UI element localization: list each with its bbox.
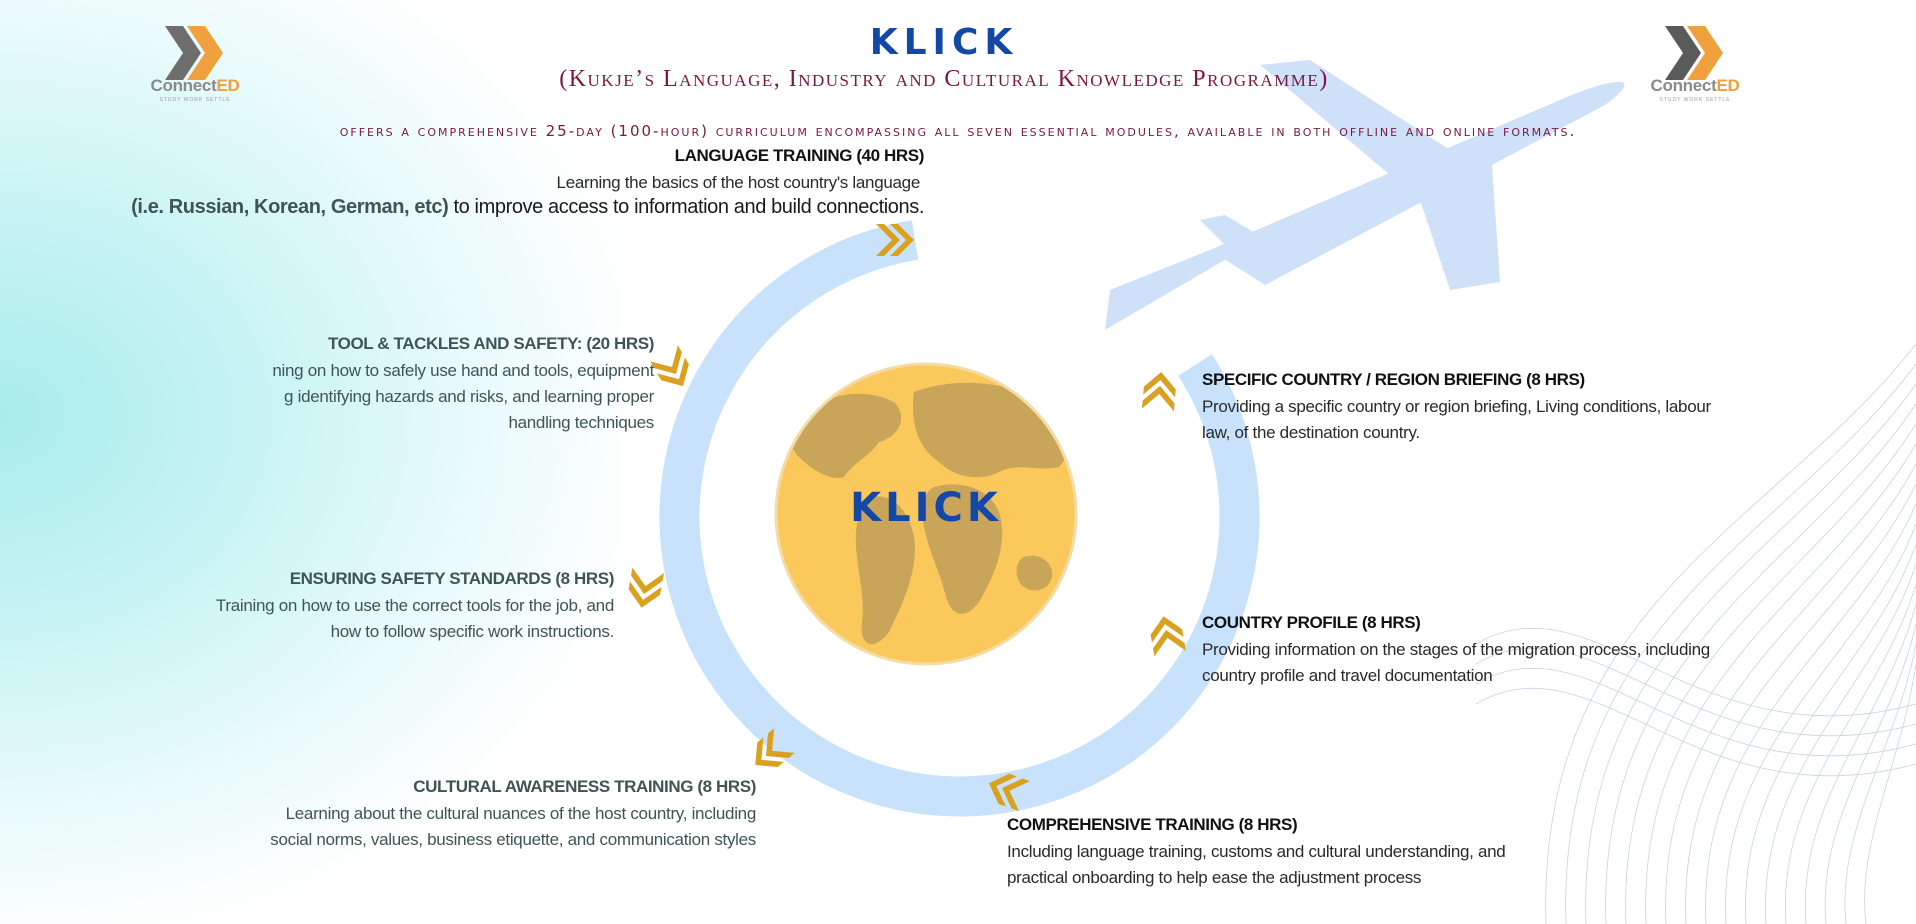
module-safety-standards: ENSURING SAFETY STANDARDS (8 HRS) Traini…	[180, 569, 614, 645]
module-description: social norms, values, business etiquette…	[270, 830, 756, 849]
globe-icon	[774, 362, 1078, 666]
chevron-icon	[988, 773, 1031, 812]
module-title: CULTURAL AWARENESS TRAINING (8 HRS)	[413, 777, 756, 796]
module-description: how to follow specific work instructions…	[330, 622, 615, 641]
page-subtitle: (Kukje’s Language, Industry and Cultural…	[559, 66, 1329, 92]
logo-tagline: STUDY WORK SETTLE	[1659, 97, 1731, 103]
module-description: Providing information on the stages of t…	[1202, 640, 1710, 659]
chevron-icon	[755, 728, 795, 767]
module-description: Training on how to use the correct tools…	[215, 596, 614, 615]
module-description: country profile and travel documentation	[1202, 666, 1493, 685]
cycle-arc	[659, 220, 1260, 817]
chevron-icon	[650, 345, 689, 387]
module-title: LANGUAGE TRAINING (40 HRS)	[674, 146, 925, 165]
module-comprehensive-training: COMPREHENSIVE TRAINING (8 HRS) Including…	[1007, 815, 1567, 891]
module-description-extra: (i.e. Russian, Korean, German, etc) to i…	[131, 196, 924, 218]
module-country-profile: COUNTRY PROFILE (8 HRS) Providing inform…	[1202, 613, 1762, 689]
curriculum-tagline: offers a comprehensive 25-day (100-hour)…	[339, 122, 1577, 140]
logo-wordmark: ConnectED	[150, 76, 240, 95]
double-chevron-icon	[1665, 26, 1723, 80]
module-description: g identifying hazards and risks, and lea…	[284, 387, 654, 406]
module-title: COUNTRY PROFILE (8 HRS)	[1202, 613, 1421, 632]
module-description: Providing a specific country or region b…	[1202, 397, 1711, 416]
connected-logo-left: ConnectED STUDY WORK SETTLE	[130, 26, 260, 116]
module-country-briefing: SPECIFIC COUNTRY / REGION BRIEFING (8 HR…	[1202, 370, 1762, 446]
decorative-wave-lines	[1476, 344, 1916, 924]
module-language-training: LANGUAGE TRAINING (40 HRS) Learning the …	[100, 146, 924, 219]
page-title: KLICK	[869, 22, 1019, 63]
chevron-icon	[1150, 616, 1186, 657]
connected-logo-right: ConnectED STUDY WORK SETTLE	[1630, 26, 1760, 116]
module-description: Including language training, customs and…	[1007, 842, 1506, 861]
module-description: ning on how to safely use hand and tools…	[272, 361, 654, 380]
module-description: practical onboarding to help ease the ad…	[1007, 868, 1422, 887]
background-gradient	[0, 0, 620, 924]
chevron-icon	[876, 224, 914, 256]
chevron-icon	[628, 567, 664, 608]
double-chevron-icon	[165, 26, 223, 80]
module-description: law, of the destination country.	[1202, 423, 1420, 442]
module-cultural-awareness: CULTURAL AWARENESS TRAINING (8 HRS) Lear…	[230, 777, 756, 853]
module-description: handling techniques	[508, 413, 654, 432]
globe-label: KLICK	[850, 485, 1002, 531]
airplane-icon	[1105, 60, 1625, 330]
module-title: ENSURING SAFETY STANDARDS (8 HRS)	[289, 569, 615, 588]
module-description: Learning the basics of the host country'…	[556, 173, 921, 192]
logo-tagline: STUDY WORK SETTLE	[159, 97, 231, 103]
module-title: TOOL & TACKLES AND SAFETY: (20 HRS)	[327, 334, 654, 353]
module-tools-safety: TOOL & TACKLES AND SAFETY: (20 HRS) ning…	[230, 334, 654, 436]
chevron-icon	[1141, 372, 1176, 412]
module-title: COMPREHENSIVE TRAINING (8 HRS)	[1007, 815, 1298, 834]
module-title: SPECIFIC COUNTRY / REGION BRIEFING (8 HR…	[1202, 370, 1585, 389]
logo-wordmark: ConnectED	[1650, 76, 1740, 95]
module-description: Learning about the cultural nuances of t…	[285, 804, 757, 823]
